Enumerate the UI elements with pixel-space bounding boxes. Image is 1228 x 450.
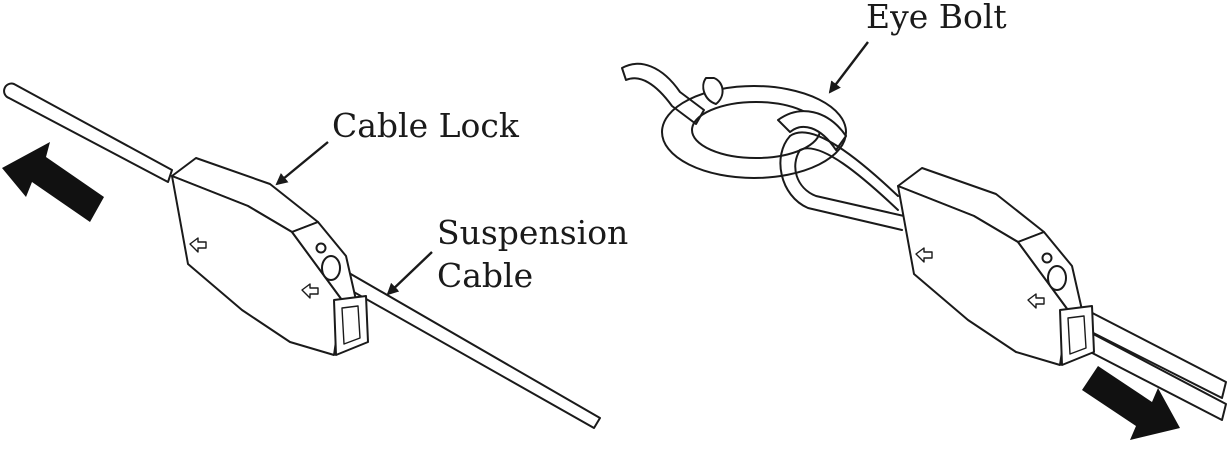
suspension-cable-label-line2: Cable	[437, 256, 533, 295]
suspension-cable-pointer	[386, 251, 433, 296]
cable-lock-label: Cable Lock	[332, 106, 520, 145]
eye-bolt	[621, 63, 847, 179]
eye-bolt-label: Eye Bolt	[866, 0, 1007, 36]
cable-lock-left	[171, 157, 369, 356]
suspension-cable-label-line1: Suspension	[437, 213, 628, 252]
cable-lock-right	[897, 167, 1095, 366]
pull-direction-arrow-right	[1082, 366, 1180, 440]
eye-bolt-pointer	[828, 41, 869, 94]
right-panel: Eye Bolt	[621, 0, 1227, 440]
cable-lock-pointer	[275, 141, 329, 186]
left-panel: Cable Lock Suspension Cable	[2, 82, 628, 429]
pull-direction-arrow-left	[2, 142, 104, 222]
